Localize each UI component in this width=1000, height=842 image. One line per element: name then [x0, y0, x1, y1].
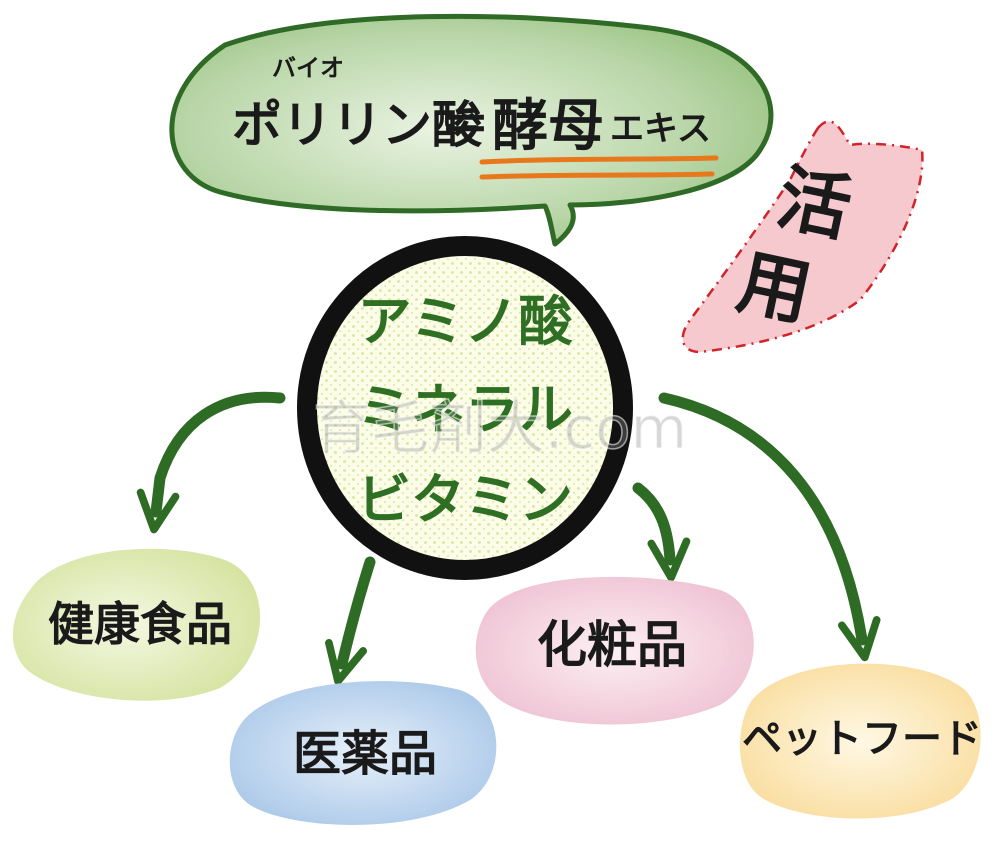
speech-bubble: バイオ ポリリン酸 ＝ 酵母 エキス	[169, 13, 774, 247]
bubble-equals: ＝	[440, 96, 490, 154]
katsuyo-tag-shape	[681, 120, 924, 354]
nutrient-circle: アミノ酸 ミネラル ビタミン	[297, 236, 633, 580]
use-health-food: 健康食品	[12, 548, 261, 701]
arrow-to-medicine	[325, 556, 376, 685]
bubble-ruby-text: バイオ	[272, 54, 344, 82]
arrow-to-health-food	[136, 391, 286, 534]
bubble-left-term: ポリリン酸	[232, 96, 483, 154]
center-vitamin: ビタミン	[357, 468, 573, 531]
center-mineral: ミネラル	[357, 378, 573, 441]
watermark-text: 育毛剤大.com	[313, 394, 687, 462]
use-cosmetics: 化粧品	[475, 576, 754, 725]
medicine-label: 医薬品	[293, 726, 437, 782]
arrow-to-pet-food	[658, 392, 881, 662]
arrow-to-cosmetics	[632, 482, 691, 582]
health-food-label: 健康食品	[48, 597, 232, 651]
center-amino-acid: アミノ酸	[358, 290, 574, 353]
bubble-underline-1	[479, 155, 719, 165]
speech-bubble-shape	[169, 13, 774, 247]
health-food-blob	[12, 548, 261, 701]
pet-food-label: ペットフード	[742, 716, 982, 762]
tag-char-1: 活	[770, 155, 858, 252]
arrows	[136, 391, 881, 685]
medicine-blob	[229, 681, 497, 825]
cosmetics-label: 化粧品	[537, 616, 687, 674]
use-medicine: 医薬品	[229, 681, 497, 825]
cosmetics-blob	[475, 576, 754, 725]
tag-char-2: 用	[731, 239, 819, 336]
katsuyo-tag: 活 用	[681, 120, 924, 354]
nutrient-circle-shape	[297, 236, 633, 580]
pet-food-blob	[739, 663, 981, 819]
bubble-right-term: 酵母	[492, 94, 604, 159]
bubble-right-suffix: エキス	[610, 109, 711, 149]
use-pet-food: ペットフード	[739, 663, 982, 819]
bubble-underline-2	[479, 171, 715, 180]
